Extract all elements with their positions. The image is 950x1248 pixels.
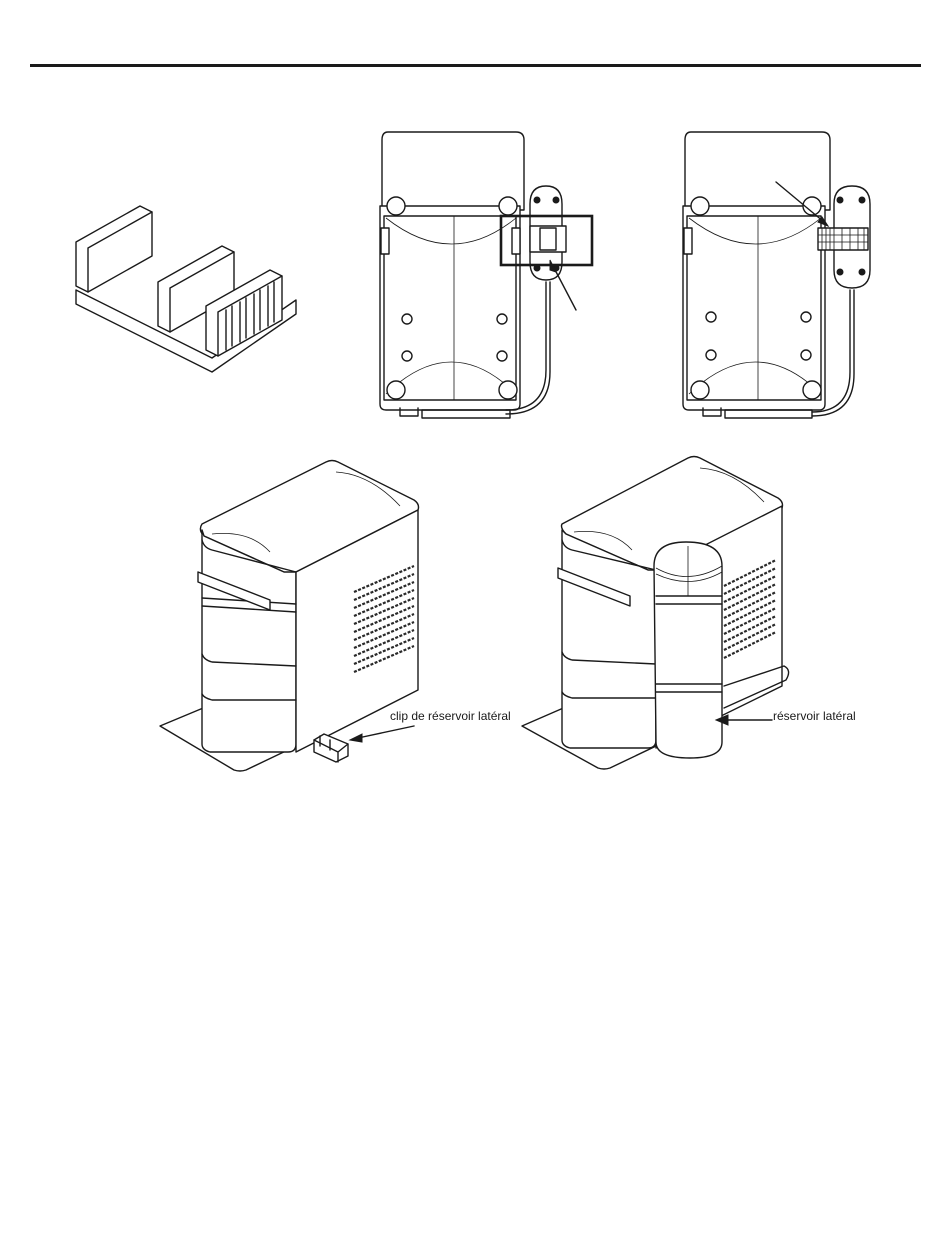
unit-back-view-clip-installed-drawing [683, 132, 870, 418]
clip-label: clip de réservoir latéral [390, 709, 511, 723]
side-tank-clip-drawing [76, 206, 296, 372]
side-tank-label: réservoir latéral [773, 709, 856, 723]
unit-with-side-tank-drawing [522, 457, 789, 770]
unit-back-view-clip-highlight-drawing [380, 132, 592, 418]
unit-with-clip-drawing [160, 461, 419, 772]
